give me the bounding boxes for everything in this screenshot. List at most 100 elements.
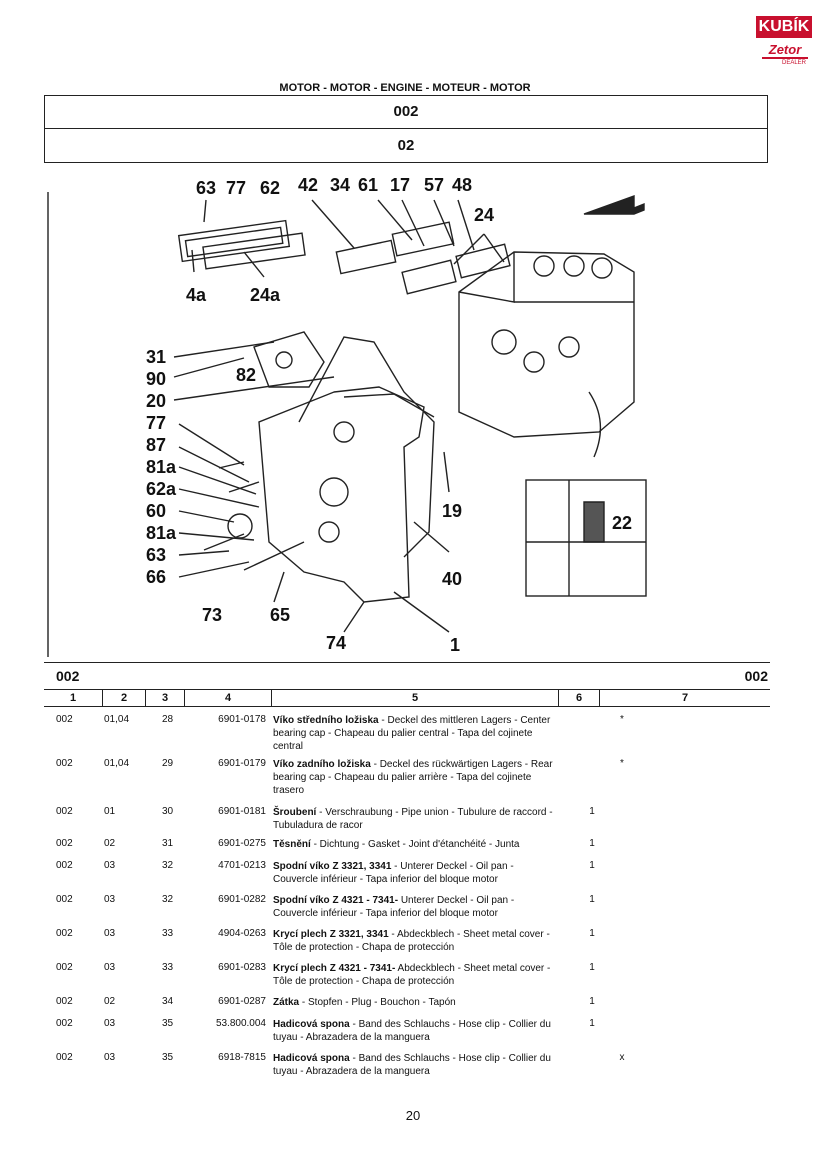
- cell-c3: 34: [162, 996, 174, 1007]
- cell-c1: 002: [56, 1018, 73, 1029]
- callout-20: 20: [146, 391, 167, 411]
- page-heading: MOTOR - MOTOR - ENGINE - MOTEUR - MOTOR: [279, 82, 531, 94]
- part-name: Krycí plech Z 3321, 3341: [273, 929, 389, 940]
- callout-81a: 81a: [146, 457, 177, 477]
- cell-c1: 002: [56, 962, 73, 973]
- group-header-box: 002 02: [44, 95, 768, 163]
- table-group-left: 002: [56, 668, 80, 684]
- cell-c4: 4904-0263: [218, 928, 266, 939]
- cell-c2: 01: [104, 806, 116, 817]
- cell-description: Víko středního ložiska - Deckel des mitt…: [273, 714, 558, 753]
- cell-c6: 1: [589, 806, 595, 817]
- cell-description: Spodní víko Z 3321, 3341 - Unterer Decke…: [273, 860, 558, 886]
- cell-description: Šroubení - Verschraubung - Pipe union - …: [273, 806, 558, 832]
- cell-c3: 29: [162, 758, 174, 769]
- part-translations: - Verschraubung - Pipe union - Tubulure …: [273, 807, 553, 831]
- cell-c2: 01,04: [104, 714, 130, 725]
- part-name: Zátka: [273, 997, 300, 1008]
- cell-c1: 002: [56, 928, 73, 939]
- callout-61: 61: [358, 175, 379, 195]
- col-header: 2: [103, 690, 146, 706]
- part-translations: - Unterer Deckel - Oil pan - Couvercle i…: [273, 861, 514, 885]
- callout-62a: 62a: [146, 479, 177, 499]
- dealer-logo: KUBÍK Zetor DEALER: [756, 16, 812, 72]
- cell-c2: 03: [104, 1052, 116, 1063]
- callout-66: 66: [146, 567, 167, 587]
- col-header: 4: [185, 690, 272, 706]
- callout-22: 22: [612, 513, 633, 533]
- callout-65: 65: [270, 605, 291, 625]
- callout-24: 24: [474, 205, 495, 225]
- table-group-row: 002 002: [44, 662, 770, 690]
- part-translations: Abdeckblech - Sheet metal cover - Tôle d…: [273, 963, 551, 987]
- cell-c3: 30: [162, 806, 174, 817]
- part-name: Spodní víko Z 4321 - 7341-: [273, 895, 399, 906]
- callout-77b: 77: [146, 413, 167, 433]
- callout-48: 48: [452, 175, 473, 195]
- cell-c4: 6901-0181: [218, 806, 266, 817]
- callout-74: 74: [326, 633, 347, 653]
- part-name: Víko středního ložiska: [273, 715, 379, 726]
- part-translations: - Deckel des rückwärtigen Lagers - Rear …: [273, 759, 553, 796]
- part-translations: - Band des Schlauchs - Hose clip - Colli…: [273, 1053, 551, 1077]
- col-header: 3: [146, 690, 185, 706]
- cell-c7: x: [619, 1052, 625, 1063]
- part-name: Spodní víko Z 3321, 3341: [273, 861, 392, 872]
- cell-c6: 1: [589, 860, 595, 871]
- col-header: 1: [44, 690, 103, 706]
- part-name: Šroubení: [273, 807, 317, 818]
- callout-24a: 24a: [250, 285, 281, 305]
- part-translations: Unterer Deckel - Oil pan - Couvercle inf…: [273, 895, 515, 919]
- callout-63: 63: [196, 178, 217, 198]
- part-name: Víko zadního ložiska: [273, 759, 371, 770]
- part-translations: - Band des Schlauchs - Hose clip - Colli…: [273, 1019, 551, 1043]
- callout-42: 42: [298, 175, 319, 195]
- callout-63b: 63: [146, 545, 167, 565]
- part-name: Těsnění: [273, 839, 311, 850]
- callout-87: 87: [146, 435, 167, 455]
- cell-c3: 33: [162, 928, 174, 939]
- cell-c4: 6901-0275: [218, 838, 266, 849]
- cell-c6: 1: [589, 962, 595, 973]
- callout-40: 40: [442, 569, 463, 589]
- part-name: Hadicová spona: [273, 1053, 350, 1064]
- cell-c3: 32: [162, 894, 174, 905]
- cell-c4: 6901-0283: [218, 962, 266, 973]
- part-name: Hadicová spona: [273, 1019, 350, 1030]
- callout-4a: 4a: [186, 285, 207, 305]
- callout-62: 62: [260, 178, 281, 198]
- cell-c2: 03: [104, 860, 116, 871]
- diagram-drawing: [47, 192, 647, 657]
- callout-82: 82: [236, 365, 257, 385]
- zetor-wordmark: Zetor: [762, 42, 808, 59]
- cell-c4: 6901-0178: [218, 714, 266, 725]
- cell-description: Krycí plech Z 3321, 3341 - Abdeckblech -…: [273, 928, 558, 954]
- exploded-diagram: 63 77 62 42 34 61 17 57 48 24 4a 24a 31 …: [44, 162, 766, 662]
- cell-c1: 002: [56, 894, 73, 905]
- cell-c3: 35: [162, 1052, 174, 1063]
- cell-c3: 28: [162, 714, 174, 725]
- cell-c6: 1: [589, 838, 595, 849]
- cell-c1: 002: [56, 758, 73, 769]
- callout-1: 1: [450, 635, 461, 655]
- callout-60: 60: [146, 501, 167, 521]
- callout-17: 17: [390, 175, 411, 195]
- parts-table-header: 002 002 1 2 3 4 5 6 7: [44, 662, 770, 707]
- cell-c7: *: [620, 714, 624, 725]
- cell-c3: 31: [162, 838, 174, 849]
- part-name: Krycí plech Z 4321 - 7341-: [273, 963, 396, 974]
- cell-c2: 03: [104, 928, 116, 939]
- brand-box: KUBÍK: [756, 16, 812, 38]
- cell-c2: 03: [104, 962, 116, 973]
- callout-31: 31: [146, 347, 167, 367]
- callout-34: 34: [330, 175, 351, 195]
- cell-c6: 1: [589, 996, 595, 1007]
- cell-c4: 6918-7815: [218, 1052, 266, 1063]
- cell-description: Víko zadního ložiska - Deckel des rückwä…: [273, 758, 558, 797]
- page-number: 20: [405, 1108, 421, 1123]
- cell-c4: 6901-0287: [218, 996, 266, 1007]
- cell-c2: 02: [104, 996, 116, 1007]
- callout-73: 73: [202, 605, 223, 625]
- brand-name: KUBÍK: [758, 18, 810, 35]
- part-translations: - Deckel des mittleren Lagers - Center b…: [273, 715, 551, 752]
